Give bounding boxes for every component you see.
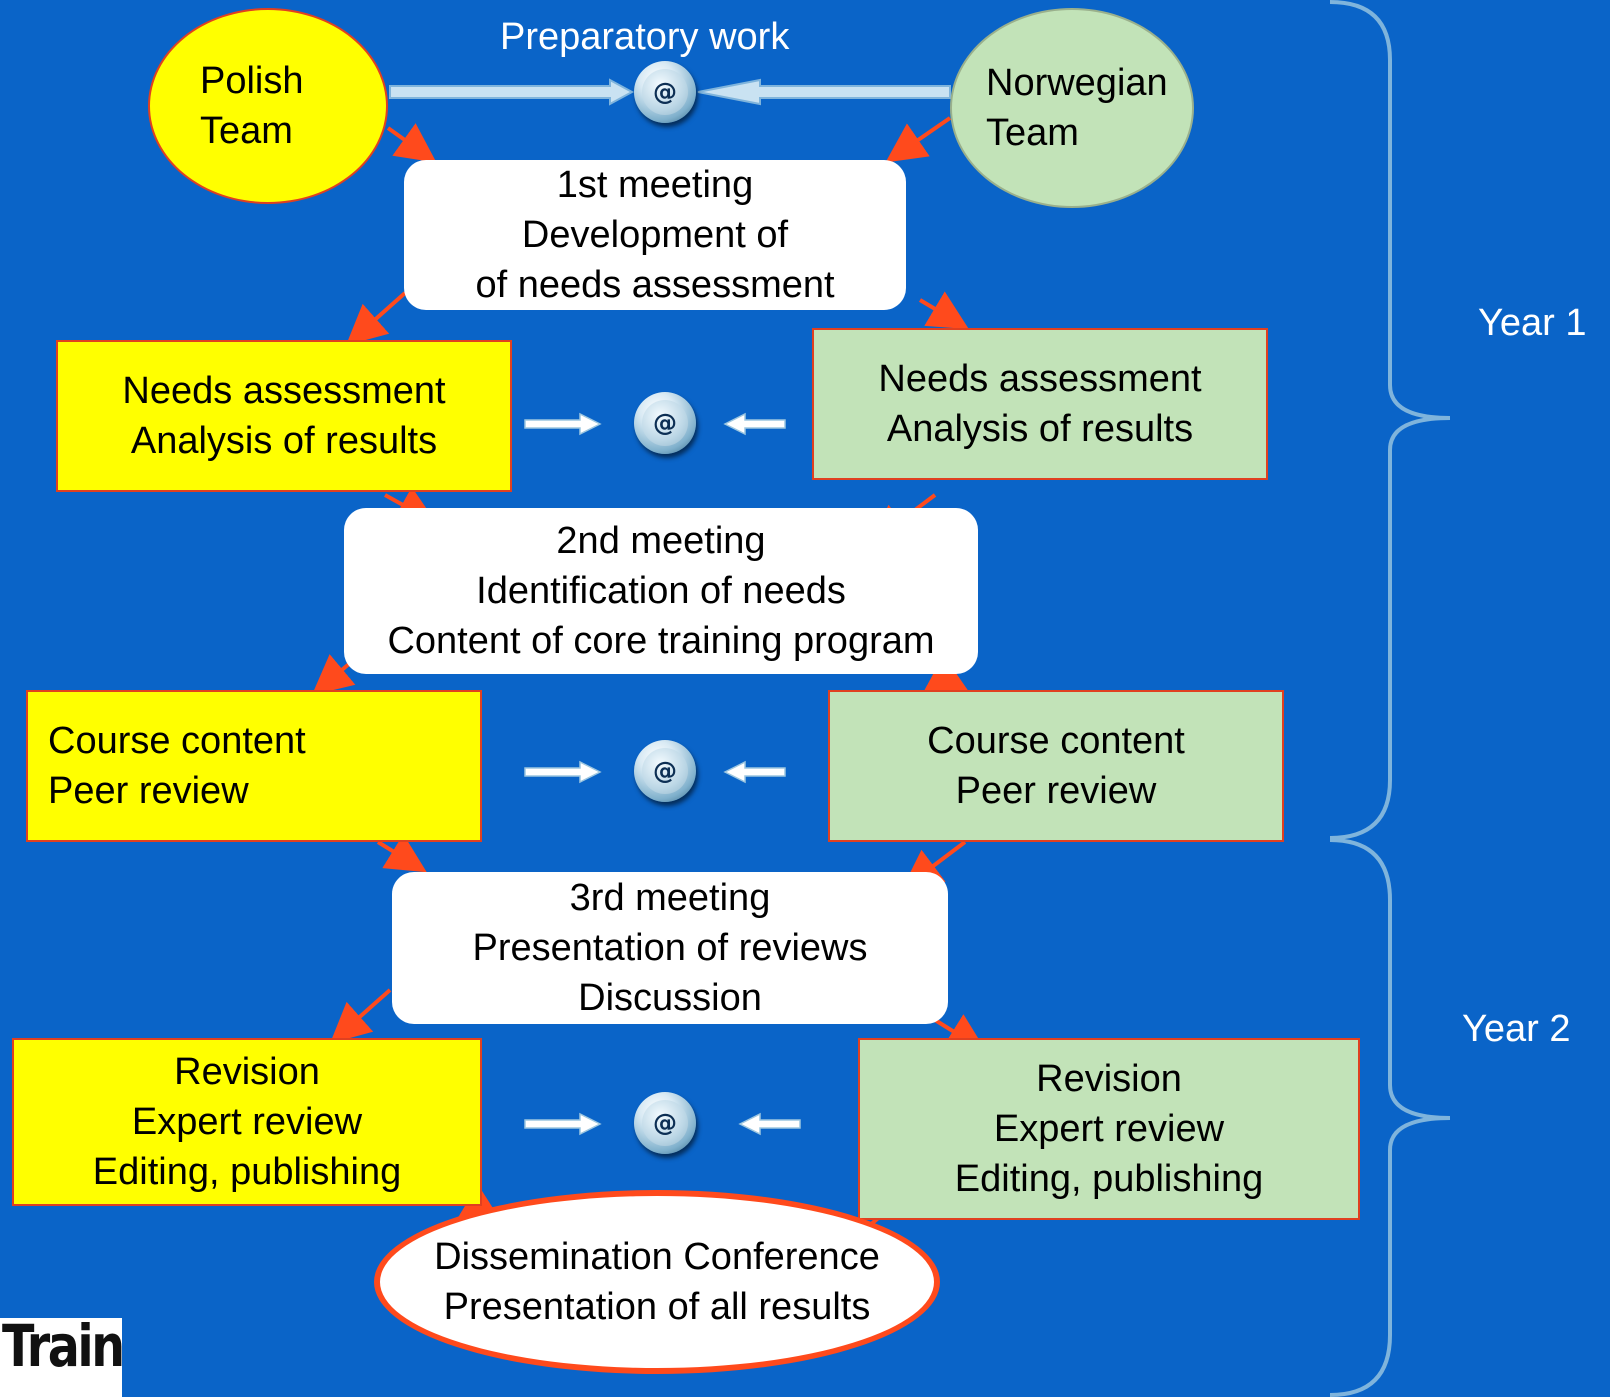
norwegian-course-line2: Peer review <box>955 770 1157 812</box>
polish-revision-line1: Revision <box>174 1051 320 1093</box>
third-meeting-line1: 3rd meeting <box>569 877 771 919</box>
norwegian-course-box: Course content Peer review <box>828 690 1284 842</box>
norwegian-team-node: Norwegian Team <box>950 8 1194 208</box>
train-logo: Train <box>0 1312 125 1397</box>
first-meeting-line1: 1st meeting <box>556 164 754 206</box>
polish-needs-line2: Analysis of results <box>130 420 438 462</box>
polish-course-line2: Peer review <box>48 770 249 812</box>
third-meeting-line3: Discussion <box>578 977 762 1019</box>
second-meeting-line3: Content of core training program <box>387 620 935 662</box>
norwegian-needs-box: Needs assessment Analysis of results <box>812 328 1268 480</box>
conference-line2: Presentation of all results <box>443 1286 871 1328</box>
polish-needs-box: Needs assessment Analysis of results <box>56 340 512 492</box>
second-meeting-line1: 2nd meeting <box>556 520 766 562</box>
polish-team-node: Polish Team <box>148 8 388 204</box>
norwegian-needs-line2: Analysis of results <box>886 408 1194 450</box>
year1-brace <box>1329 0 1451 840</box>
year1-label: Year 1 <box>1478 302 1587 344</box>
exchange-arrows-row1 <box>524 412 786 436</box>
polish-course-line1: Course content <box>48 720 306 762</box>
norwegian-revision-box: Revision Expert review Editing, publishi… <box>858 1038 1360 1220</box>
email-at-icon: @ <box>634 740 696 802</box>
exchange-arrows-row2 <box>524 760 786 784</box>
email-at-icon: @ <box>634 392 696 454</box>
polish-team-line2: Team <box>200 110 293 152</box>
second-meeting-box: 2nd meeting Identification of needs Cont… <box>344 508 978 674</box>
norwegian-revision-line2: Expert review <box>993 1108 1225 1150</box>
exchange-arrows-row3 <box>524 1112 801 1136</box>
first-meeting-line2: Development of <box>521 214 789 256</box>
norwegian-needs-line1: Needs assessment <box>878 358 1202 400</box>
train-logo-text: Train <box>2 1312 125 1380</box>
first-meeting-line3: of needs assessment <box>475 264 835 306</box>
conference-line1: Dissemination Conference <box>434 1236 880 1278</box>
polish-revision-box: Revision Expert review Editing, publishi… <box>12 1038 482 1206</box>
polish-revision-line2: Expert review <box>131 1101 363 1143</box>
first-meeting-box: 1st meeting Development of of needs asse… <box>404 160 906 310</box>
preparatory-arrows <box>389 78 951 106</box>
email-at-icon: @ <box>634 61 696 123</box>
norwegian-revision-line3: Editing, publishing <box>954 1158 1264 1200</box>
flow-arrows <box>311 116 987 1261</box>
polish-team-line1: Polish <box>200 60 304 102</box>
norwegian-course-line1: Course content <box>927 720 1185 762</box>
third-meeting-box: 3rd meeting Presentation of reviews Disc… <box>392 872 948 1024</box>
norwegian-revision-line1: Revision <box>1036 1058 1182 1100</box>
dissemination-conference-node: Dissemination Conference Presentation of… <box>374 1190 940 1374</box>
polish-course-box: Course content Peer review <box>26 690 482 842</box>
second-meeting-line2: Identification of needs <box>476 570 846 612</box>
preparatory-work-label: Preparatory work <box>500 16 790 58</box>
norwegian-team-line2: Team <box>986 112 1079 154</box>
polish-revision-line3: Editing, publishing <box>92 1151 402 1193</box>
year2-brace <box>1329 838 1451 1397</box>
email-at-icon: @ <box>634 1092 696 1154</box>
year2-label: Year 2 <box>1462 1008 1571 1050</box>
polish-needs-line1: Needs assessment <box>122 370 446 412</box>
norwegian-team-line1: Norwegian <box>986 62 1168 104</box>
third-meeting-line2: Presentation of reviews <box>472 927 868 969</box>
